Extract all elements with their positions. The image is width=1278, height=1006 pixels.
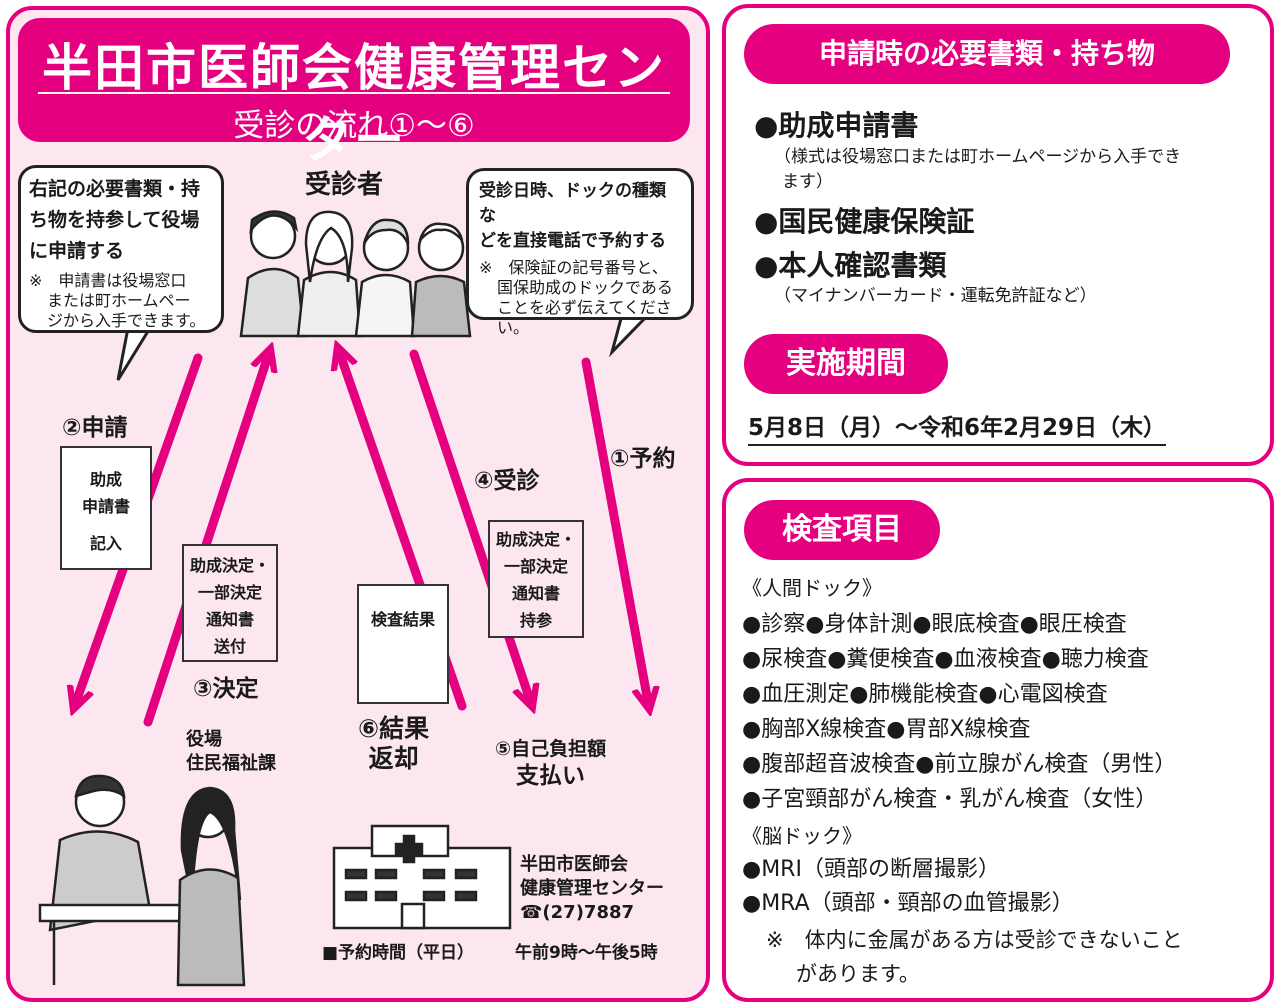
exam-line-10: ●MRA（頭部・頸部の血管撮影） [742, 891, 1074, 916]
doc-item-application: ●助成申請書 [754, 109, 919, 142]
exams-header: 検査項目 [744, 500, 940, 560]
exams-panel [722, 478, 1274, 1002]
right-bubble-line-2: どを直接電話で予約する [479, 231, 666, 251]
step-5-label: ⑤自己負担額 支払い [495, 736, 606, 790]
paper-bring-line-1: 助成決定・ [495, 530, 576, 549]
paper-result-label: 検査結果 [370, 610, 435, 629]
step-3-label: ③決定 [193, 676, 259, 702]
doc-item-insurance: ●国民健康保険証 [754, 205, 975, 238]
left-bubble-note-3: ジから入手できます。 [47, 311, 206, 330]
period-header: 実施期間 [744, 334, 948, 394]
clinic-building-illustration [332, 824, 512, 930]
paper-decision-line-1: 助成決定・ [189, 556, 270, 575]
exam-line-9: ●MRI（頭部の断層撮影） [742, 857, 1000, 882]
office-line-1: 役場 [186, 729, 222, 750]
patients-label: 受診者 [305, 170, 384, 200]
paper-bring-line-3: 通知書 [511, 584, 560, 603]
right-bubble-note-2: 国保助成のドックである [497, 278, 673, 297]
step-6-line-2: 返却 [368, 744, 419, 773]
patients-illustration [239, 210, 472, 338]
paper-application-form: 助成 申請書 記入 [60, 446, 152, 570]
left-bubble-line-2: ち物を持参して役場 [29, 209, 200, 231]
doc-item-id-note: （マイナンバーカード・運転免許証など） [774, 286, 1097, 306]
exam-line-1: 《人間ドック》 [742, 576, 882, 600]
step-5-line-1: ⑤自己負担額 [495, 738, 607, 760]
exam-note-2: があります。 [796, 962, 920, 986]
doc-item-application-note-1: （様式は役場窓口または町ホームページから入手でき [774, 147, 1182, 167]
doc-item-application-note-2: ます） [782, 172, 833, 192]
paper-bring-line-4: 持参 [519, 611, 552, 630]
left-bubble-note-1: ※ 申請書は役場窓口 [29, 271, 187, 290]
right-bubble-line-1: 受診日時、ドックの種類な [479, 181, 666, 226]
exam-line-3: ●尿検査●糞便検査●血液検査●聴力検査 [742, 647, 1149, 672]
paper-decision-notice: 助成決定・ 一部決定 通知書 送付 [182, 544, 278, 662]
paper-exam-result: 検査結果 [357, 584, 449, 704]
title-banner: 半田市医師会健康管理センター 受診の流れ①～⑥ [18, 18, 690, 169]
paper-apply-line-1: 助成 [89, 470, 122, 489]
page-subtitle: 受診の流れ①～⑥ [233, 108, 475, 144]
exam-line-2: ●診察●身体計測●眼底検査●眼圧検査 [742, 612, 1127, 637]
paper-apply-line-3 [62, 520, 150, 530]
exam-line-8: 《脳ドック》 [742, 824, 862, 848]
paper-bring-notice: 助成決定・ 一部決定 通知書 持参 [488, 520, 584, 638]
reservation-hours-value: 午前9時～午後5時 [515, 943, 658, 963]
left-speech-bubble: 右記の必要書類・持 ち物を持参して役場 に申請する ※ 申請書は役場窓口 または… [18, 165, 224, 333]
paper-decision-line-3: 通知書 [205, 610, 254, 629]
exam-note-1: ※ 体内に金属がある方は受診できないこと [766, 928, 1183, 952]
office-label: 役場 住民福祉課 [186, 728, 276, 776]
right-bubble-note-4: い。 [497, 318, 530, 337]
clinic-name-line-2: 健康管理センター [520, 878, 664, 899]
title-divider [38, 92, 670, 94]
arrow-visit [409, 349, 530, 700]
step-5-line-2: 支払い [516, 763, 586, 789]
page-title: 半田市医師会健康管理センター [42, 39, 666, 169]
clinic-phone: ☎(27)7887 [520, 902, 635, 923]
paper-apply-line-4: 記入 [89, 534, 122, 553]
step-6-label: ⑥結果 返却 [358, 714, 429, 774]
paper-decision-line-2: 一部決定 [197, 583, 262, 602]
clinic-contact: 半田市医師会 健康管理センター ☎(27)7887 [520, 853, 664, 925]
doc-item-id: ●本人確認書類 [754, 249, 947, 282]
exam-line-6: ●腹部超音波検査●前立腺がん検査（男性） [742, 752, 1177, 777]
arrow-decision [143, 356, 268, 727]
step-1-label: ①予約 [610, 446, 676, 472]
period-value: 5月8日（月）～令和6年2月29日（木） [748, 408, 1167, 446]
documents-header: 申請時の必要書類・持ち物 [744, 24, 1230, 84]
right-speech-bubble: 受診日時、ドックの種類な どを直接電話で予約する ※ 保険証の記号番号と、 国保… [466, 168, 694, 337]
exam-line-5: ●胸部X線検査●胃部X線検査 [742, 717, 1031, 742]
right-bubble-note-1: ※ 保険証の記号番号と、 [479, 258, 668, 277]
step-6-line-1: ⑥結果 [358, 714, 430, 743]
office-line-2: 住民福祉課 [186, 753, 276, 774]
paper-apply-line-2: 申請書 [81, 497, 130, 516]
left-bubble-line-1: 右記の必要書類・持 [29, 178, 201, 200]
left-bubble-line-3: に申請する [29, 240, 125, 262]
exam-line-4: ●血圧測定●肺機能検査●心電図検査 [742, 682, 1108, 707]
paper-decision-line-4: 送付 [213, 637, 246, 656]
reservation-hours-label: ■予約時間（平日） [322, 943, 475, 963]
right-bubble-note-3: ことを必ず伝えてくださ [497, 298, 672, 317]
clinic-name-line-1: 半田市医師会 [520, 854, 628, 875]
step-4-label: ④受診 [474, 468, 540, 494]
left-bubble-note-2: または町ホームペー [47, 291, 191, 310]
step-2-label: ②申請 [62, 415, 128, 441]
paper-bring-line-2: 一部決定 [503, 557, 568, 576]
exam-line-7: ●子宮頸部がん検査・乳がん検査（女性） [742, 787, 1158, 812]
arrow-reserve [581, 357, 648, 702]
office-illustration [38, 774, 246, 987]
